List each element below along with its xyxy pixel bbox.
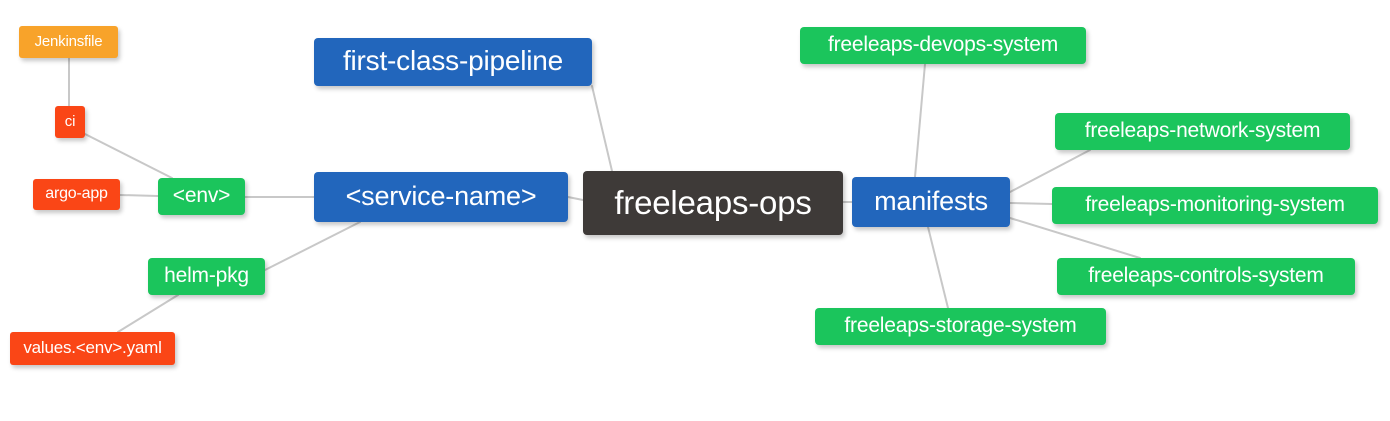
node-label-argo-app: argo-app — [45, 184, 108, 202]
node-label-freeleaps-controls-system: freeleaps-controls-system — [1088, 264, 1324, 287]
edge-helm-values — [117, 294, 179, 333]
node-helm-pkg[interactable]: helm-pkg — [148, 258, 265, 295]
node-label-manifests: manifests — [874, 185, 988, 216]
node-label-jenkinsfile: Jenkinsfile — [34, 32, 103, 50]
edge-env-ci — [84, 133, 173, 179]
node-manifests[interactable]: manifests — [852, 177, 1010, 227]
node-label-freeleaps-monitoring-system: freeleaps-monitoring-system — [1085, 193, 1345, 216]
edge-manifests-storage — [927, 226, 949, 309]
edge-ops-pipeline — [591, 85, 613, 172]
node-freeleaps-monitoring-system[interactable]: freeleaps-monitoring-system — [1052, 187, 1378, 224]
node-label-freeleaps-ops: freeleaps-ops — [614, 183, 812, 221]
node-label-freeleaps-storage-system: freeleaps-storage-system — [844, 314, 1077, 337]
node-label-helm-pkg: helm-pkg — [164, 264, 249, 287]
node-ci[interactable]: ci — [55, 106, 85, 138]
edge-service-helm — [264, 221, 361, 271]
node-freeleaps-controls-system[interactable]: freeleaps-controls-system — [1057, 258, 1355, 295]
node-freeleaps-ops[interactable]: freeleaps-ops — [583, 171, 843, 235]
node-label-env: <env> — [172, 184, 231, 207]
edge-manifests-devops — [914, 63, 926, 178]
node-values-env-yaml[interactable]: values.<env>.yaml — [10, 332, 175, 365]
node-label-ci: ci — [64, 112, 76, 130]
node-argo-app[interactable]: argo-app — [33, 179, 120, 210]
node-freeleaps-devops-system[interactable]: freeleaps-devops-system — [800, 27, 1086, 64]
node-freeleaps-network-system[interactable]: freeleaps-network-system — [1055, 113, 1350, 150]
edge-ops-service — [567, 196, 584, 201]
node-label-freeleaps-devops-system: freeleaps-devops-system — [828, 33, 1058, 56]
edge-env-argo — [119, 194, 159, 197]
edge-manifests-monitoring — [1009, 202, 1053, 205]
edge-manifests-network — [1009, 149, 1091, 193]
node-freeleaps-storage-system[interactable]: freeleaps-storage-system — [815, 308, 1106, 345]
node-service-name[interactable]: <service-name> — [314, 172, 568, 222]
node-label-freeleaps-network-system: freeleaps-network-system — [1084, 119, 1321, 142]
edge-manifests-controls — [1009, 217, 1141, 259]
node-label-values-env-yaml: values.<env>.yaml — [23, 338, 162, 357]
node-label-first-class-pipeline: first-class-pipeline — [342, 45, 564, 76]
node-jenkinsfile[interactable]: Jenkinsfile — [19, 26, 118, 58]
node-first-class-pipeline[interactable]: first-class-pipeline — [314, 38, 592, 86]
node-env[interactable]: <env> — [158, 178, 245, 215]
node-label-service-name: <service-name> — [345, 180, 537, 211]
